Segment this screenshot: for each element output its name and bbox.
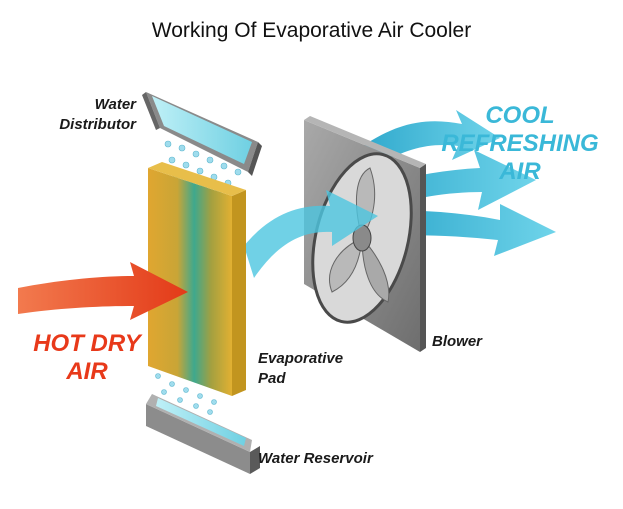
evaporative-pad xyxy=(148,162,246,396)
water-reservoir xyxy=(146,394,260,474)
diagram-title: Working Of Evaporative Air Cooler xyxy=(151,19,472,42)
water-distributor xyxy=(142,92,262,176)
pad-to-blower-airflow xyxy=(244,190,378,278)
label-hot-air-1: HOT DRY xyxy=(33,330,141,357)
label-cool-air-3: AIR xyxy=(499,158,541,185)
label-water-distributor-1: Water xyxy=(94,96,136,113)
label-evaporative-pad-2: Pad xyxy=(258,370,286,387)
blower-fan xyxy=(304,116,426,352)
label-water-distributor-2: Distributor xyxy=(59,116,136,133)
label-water-reservoir: Water Reservoir xyxy=(258,450,373,467)
label-blower: Blower xyxy=(432,333,483,350)
hot-air-arrow xyxy=(18,262,188,320)
label-cool-air-1: COOL xyxy=(485,102,555,129)
pad-water-drops xyxy=(155,373,217,415)
label-cool-air-2: REFRESHING xyxy=(441,130,599,157)
label-evaporative-pad-1: Evaporative xyxy=(258,350,344,367)
label-hot-air-2: AIR xyxy=(66,358,108,385)
